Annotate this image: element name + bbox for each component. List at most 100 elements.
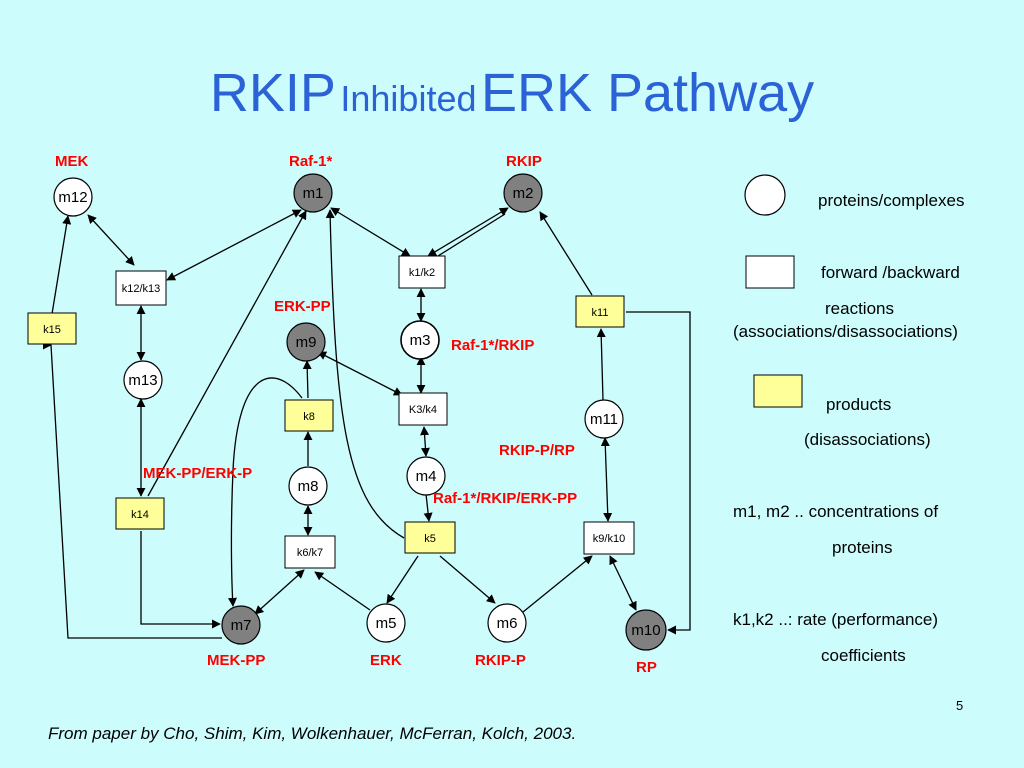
title-erk-pathway: ERK Pathway (480, 63, 815, 123)
edge-k9k10-m10 (609, 555, 637, 611)
node-m13-label: m13 (128, 372, 157, 389)
box-k5 (404, 521, 456, 554)
node-m10 (625, 609, 667, 651)
edge-k14-m1 (147, 210, 307, 497)
node-m10-label: m10 (631, 622, 660, 639)
box-k12k13-label: k12/k13 (122, 283, 161, 295)
node-m3-label: m3 (410, 332, 431, 349)
legend-forward-1: forward /backward (821, 263, 960, 282)
edges (46, 207, 691, 639)
node-m13 (123, 360, 163, 400)
label-raf1rkiperkpp: Raf-1*/RKIP/ERK-PP (433, 490, 577, 507)
edge-m1-k12k13 (166, 209, 302, 281)
node-m11 (584, 399, 624, 439)
label-rkipprp: RKIP-P/RP (499, 442, 575, 459)
label-mekpp: MEK-PP (207, 652, 265, 669)
label-raf1: Raf-1* (289, 153, 333, 170)
box-k9k10-label: k9/k10 (593, 533, 625, 545)
edge-m5-k6k7 (314, 571, 371, 611)
edge-k8-m9 (302, 360, 312, 399)
label-rkipp: RKIP-P (475, 652, 526, 669)
node-m7-label: m7 (231, 617, 252, 634)
label-rkip: RKIP (506, 153, 542, 170)
node-m6-label: m6 (497, 615, 518, 632)
node-m3 (400, 320, 440, 360)
label-raf1rkip: Raf-1*/RKIP (451, 337, 534, 354)
box-k1k2 (398, 255, 446, 289)
legend-rate-1: k1,k2 ..: rate (performance) (733, 610, 939, 629)
box-k15 (27, 312, 77, 345)
legend-rate-2: coefficients (821, 646, 906, 665)
slide-title: RKIP Inhibited ERK Pathway (0, 62, 1024, 124)
species-nodes: m12 m1 m2 m9 m3 m13 m11 m4 m8 m7 m5 m6 m… (53, 173, 667, 651)
node-m11-label: m11 (590, 411, 618, 428)
box-k8-label: k8 (303, 411, 315, 423)
legend-yellow-box (753, 374, 803, 408)
edge-m7-k6k7 (254, 569, 305, 615)
edge-m7-k15 (46, 344, 222, 639)
legend-proteins: proteins/complexes (818, 191, 965, 210)
edge-m6-k9k10 (522, 555, 593, 613)
legend-conc-1: m1, m2 .. concentrations of (733, 502, 939, 521)
edge-m9-k3k4 (317, 351, 403, 396)
node-m12 (53, 177, 93, 217)
edge-m11-k11 (596, 328, 606, 401)
citation: From paper by Cho, Shim, Kim, Wolkenhaue… (48, 724, 577, 743)
legend-shapes (744, 174, 803, 408)
edge-m4-k5 (423, 493, 433, 522)
box-k9k10 (583, 521, 635, 555)
species-labels: MEK Raf-1* RKIP ERK-PP Raf-1*/RKIP RKIP-… (55, 153, 657, 676)
edge-k5-m5 (386, 555, 419, 604)
box-k8 (284, 399, 334, 432)
box-k6k7-label: k6/k7 (297, 547, 323, 559)
node-m5 (366, 603, 406, 643)
node-m1-label: m1 (303, 185, 324, 202)
box-k12k13 (115, 270, 167, 306)
box-k3k4-label: K3/k4 (409, 404, 437, 416)
node-m9-label: m9 (296, 334, 317, 351)
legend-conc-2: proteins (832, 538, 893, 557)
legend-products-1: products (826, 395, 892, 414)
box-k1k2-label: k1/k2 (409, 267, 435, 279)
node-m6 (487, 603, 527, 643)
edge-k3k4-m4 (420, 426, 430, 457)
box-k11-label: k11 (592, 307, 609, 319)
box-k6k7 (284, 535, 336, 569)
node-m7 (221, 605, 261, 645)
label-erkpp: ERK-PP (274, 298, 331, 315)
edge-k11-m10 (626, 311, 691, 635)
node-m8 (288, 466, 328, 506)
label-mekpperkp: MEK-PP/ERK-P (143, 465, 252, 482)
edge-m11-k9k10 (600, 437, 613, 522)
edge-k8-m7 (228, 377, 303, 607)
box-k14-label: k14 (131, 509, 149, 521)
legend-forward-3: (associations/disassociations) (733, 322, 958, 341)
edge-m2-k1k2 (427, 207, 509, 257)
node-m4 (406, 456, 446, 496)
box-k15-label: k15 (43, 324, 61, 336)
label-rp: RP (636, 659, 657, 676)
reaction-boxes: k12/k13 k15 k1/k2 k11 K3/k4 k8 k14 k5 k9… (27, 255, 635, 569)
node-m4-label: m4 (416, 468, 437, 485)
node-m12-label: m12 (58, 189, 87, 206)
legend-forward-2: reactions (825, 299, 894, 318)
edge-m1-k1k2 (330, 207, 411, 257)
node-m1 (293, 173, 333, 213)
box-k3k4 (398, 392, 448, 426)
box-k11 (575, 295, 625, 328)
node-m2 (503, 173, 543, 213)
legend-circle (744, 174, 786, 216)
legend-white-box (745, 255, 795, 289)
node-m9 (286, 322, 326, 362)
label-erk: ERK (370, 652, 402, 669)
node-m5-label: m5 (376, 615, 397, 632)
label-mek: MEK (55, 153, 89, 170)
edge-k5-m1 (325, 209, 405, 539)
title-rkip: RKIP (209, 63, 336, 123)
edge-k5-m6 (439, 555, 496, 604)
legend-products-2: (disassociations) (804, 430, 931, 449)
node-m8-label: m8 (298, 478, 319, 495)
edge-m2-k1k2-b (437, 213, 506, 257)
title-inhibited: Inhibited (340, 78, 477, 119)
